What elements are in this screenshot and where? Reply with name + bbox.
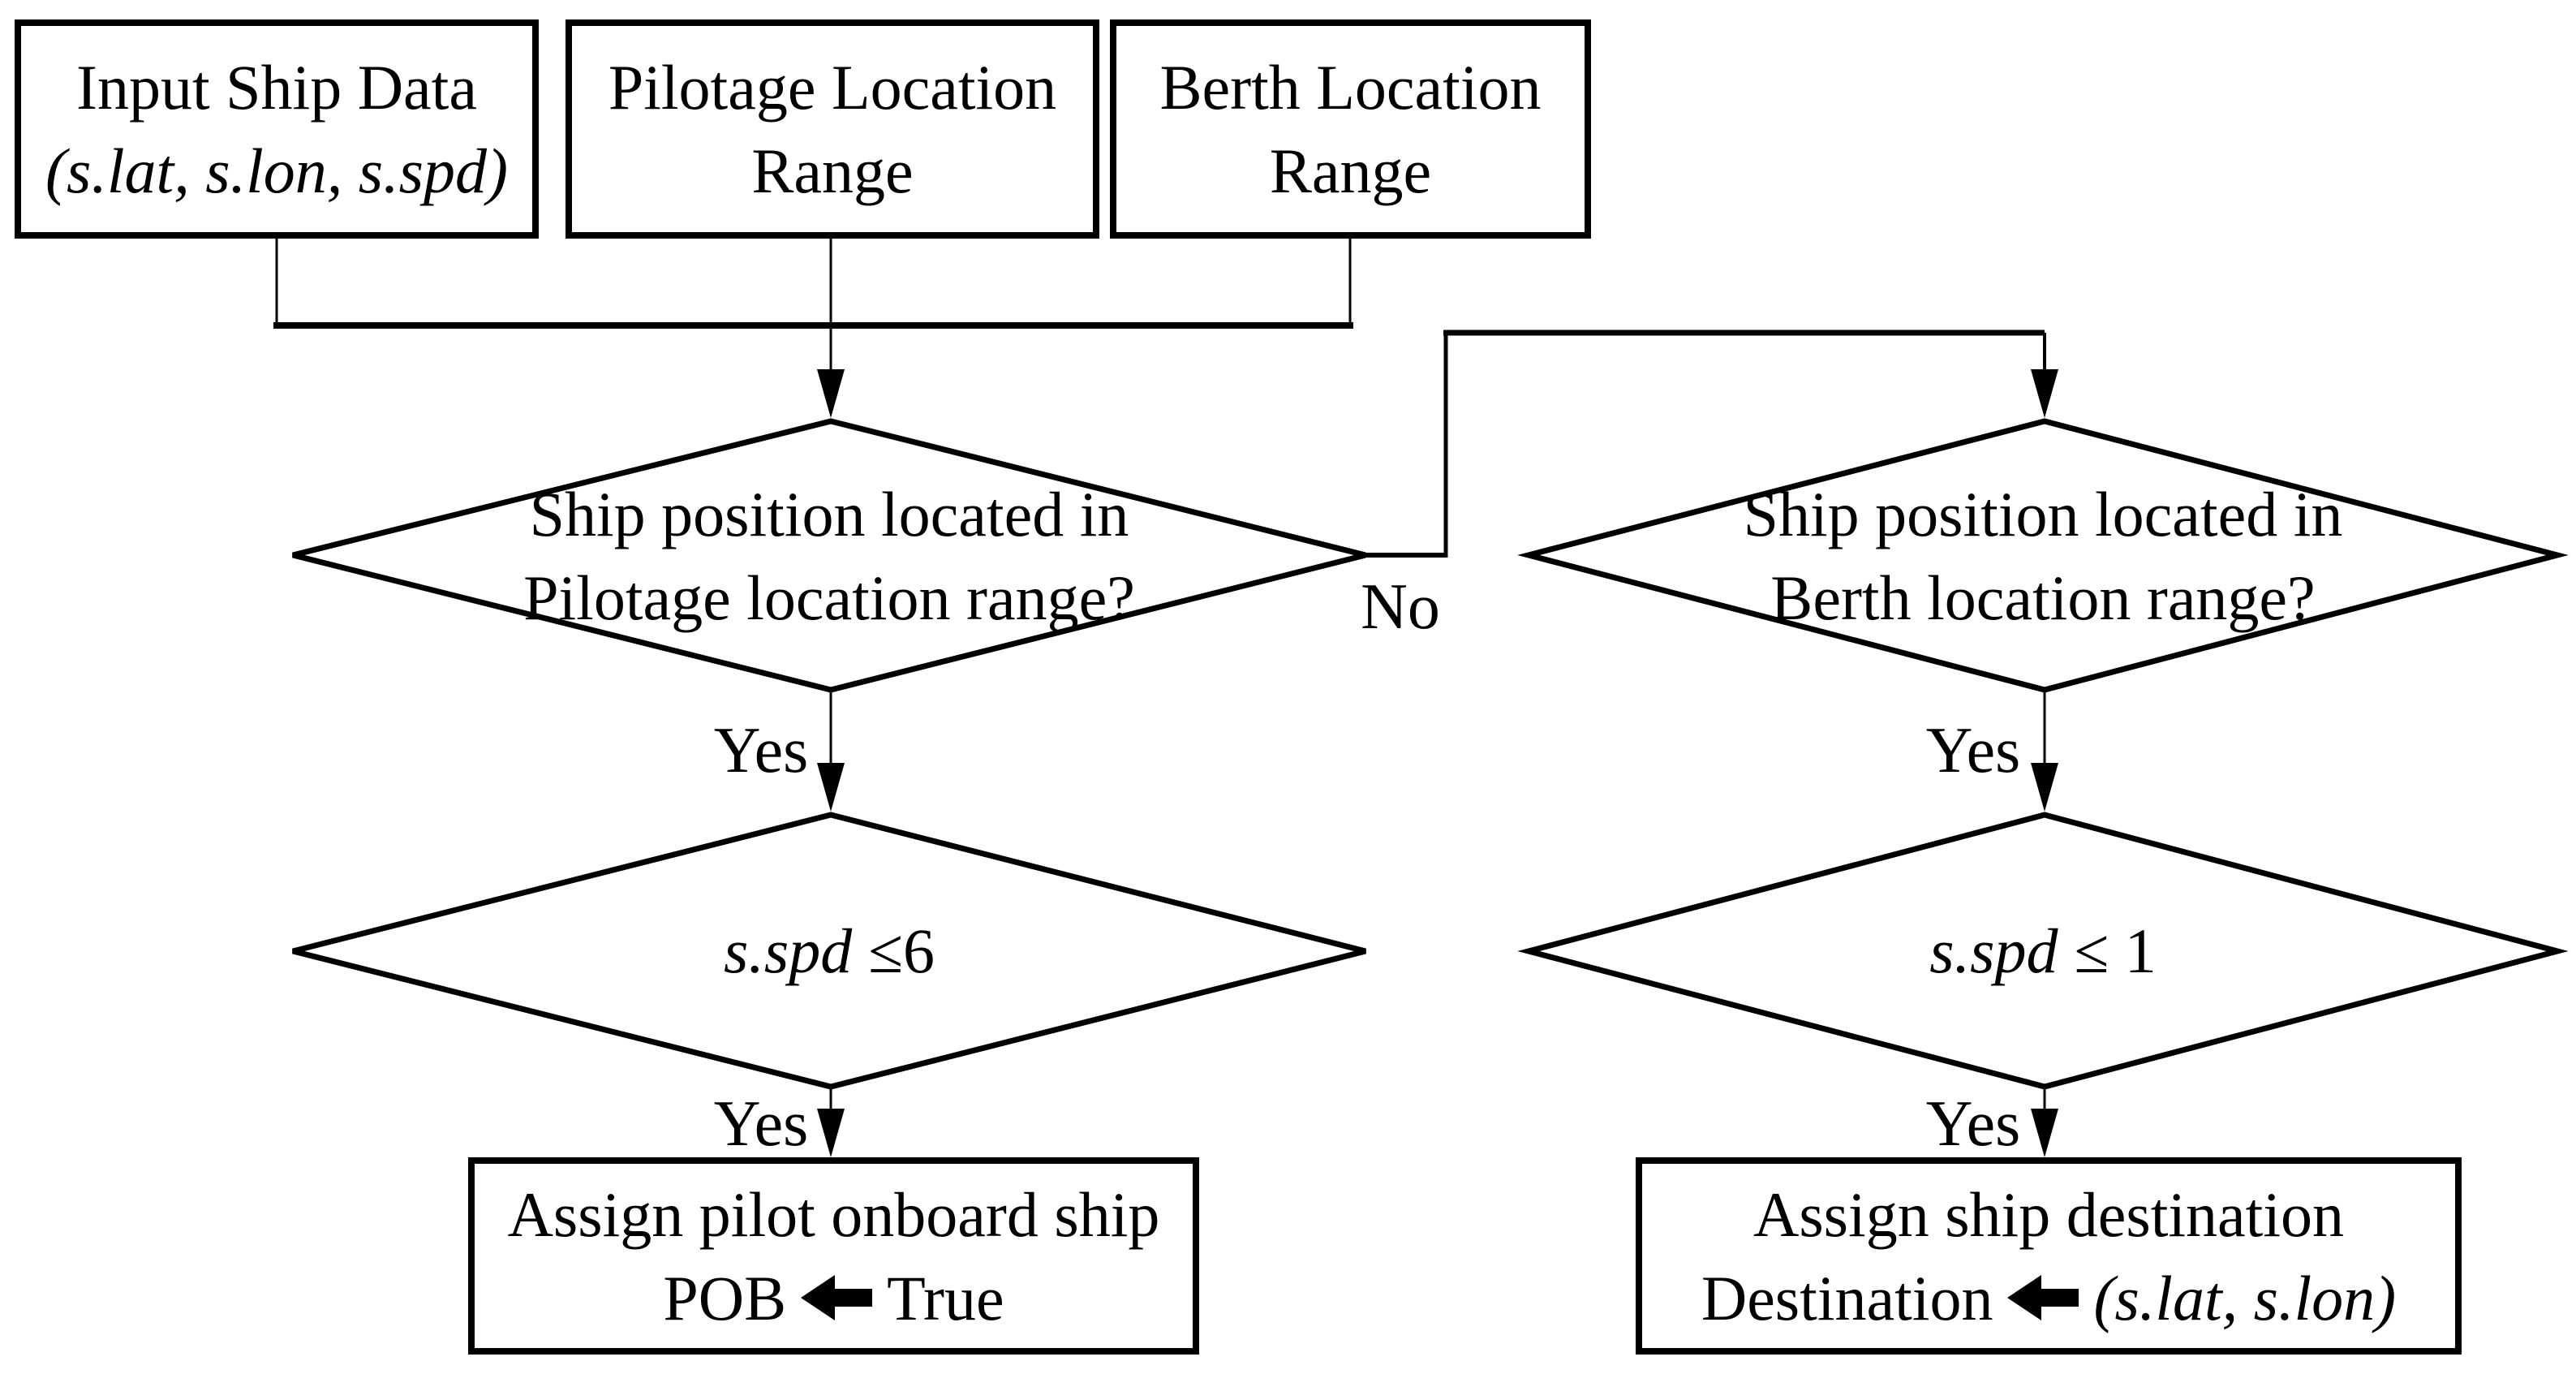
pilotage-decision-line2: Pilotage location range? xyxy=(523,562,1135,633)
pilot-speed-check-label: s.spd≤6 xyxy=(293,815,1365,1087)
berth-decision-label: Ship position located in Berth location … xyxy=(1529,421,2557,690)
pilotage-range-box xyxy=(566,19,1099,239)
assign-destination-box xyxy=(1636,1157,2462,1355)
pilotage-decision-line1: Ship position located in xyxy=(529,478,1129,549)
assign-destination-line1: Assign ship destination xyxy=(1752,1178,2344,1250)
edge-label-pilotage-yes: Yes xyxy=(713,715,809,786)
edge-label-pilot-speed-yes: Yes xyxy=(713,1088,809,1160)
berth-range-line1: Berth Location xyxy=(1159,52,1542,123)
input-ship-data-label: Input Ship Data (s.lat, s.lon, s.spd) xyxy=(18,23,535,235)
pilot-speed-comparison: ≤6 xyxy=(868,915,935,986)
assign-pob-value: True xyxy=(887,1262,1004,1333)
berth-decision-line2: Berth location range? xyxy=(1770,562,2316,633)
assign-pob-statement: POB True xyxy=(663,1256,1004,1340)
arrowhead-into-berth-decision xyxy=(2031,369,2058,418)
pilotage-range-line1: Pilotage Location xyxy=(608,52,1057,123)
edge-label-berth-yes: Yes xyxy=(1925,715,2021,786)
arrowhead-into-assign-pob xyxy=(817,1109,845,1157)
berth-speed-comparison: ≤ 1 xyxy=(2074,915,2157,986)
edge-label-berth-speed-yes: Yes xyxy=(1925,1088,2021,1160)
pilotage-range-label: Pilotage Location Range xyxy=(569,23,1096,235)
assign-destination-target: Destination xyxy=(1701,1262,1993,1333)
assign-pob-target: POB xyxy=(663,1262,787,1333)
pilot-speed-variable: s.spd xyxy=(723,915,853,986)
left-arrow-icon xyxy=(2007,1275,2079,1320)
berth-range-line2: Range xyxy=(1269,136,1432,206)
berth-decision-line1: Ship position located in xyxy=(1743,478,2343,549)
arrowhead-into-assign-destination xyxy=(2031,1109,2058,1157)
berth-speed-variable: s.spd xyxy=(1929,915,2058,986)
input-ship-data-line2: (s.lat, s.lon, s.spd) xyxy=(45,136,508,206)
berth-speed-check-label: s.spd≤ 1 xyxy=(1529,815,2557,1087)
left-arrow-icon xyxy=(801,1275,873,1320)
berth-range-label: Berth Location Range xyxy=(1113,23,1588,235)
pilot-speed-check-expression: s.spd≤6 xyxy=(724,909,935,993)
input-ship-data-line1: Input Ship Data xyxy=(76,52,477,123)
berth-speed-check-expression: s.spd≤ 1 xyxy=(1929,909,2157,993)
arrowhead-into-speed1 xyxy=(2031,763,2058,812)
arrowhead-into-pilotage-decision xyxy=(817,369,845,418)
pilotage-decision-label: Ship position located in Pilotage locati… xyxy=(293,421,1365,690)
assign-pob-line1: Assign pilot onboard ship xyxy=(507,1178,1160,1250)
arrowhead-into-speed6 xyxy=(817,763,845,812)
assign-pob-box xyxy=(468,1157,1199,1355)
assign-destination-label: Assign ship destination Destination (s.l… xyxy=(1639,1161,2458,1351)
assign-pob-label: Assign pilot onboard ship POB True xyxy=(471,1161,1196,1351)
assign-destination-value: (s.lat, s.lon) xyxy=(2093,1262,2397,1333)
assign-destination-statement: Destination (s.lat, s.lon) xyxy=(1701,1256,2396,1340)
edge-label-pilotage-no: No xyxy=(1361,571,1440,643)
pilotage-range-line2: Range xyxy=(751,136,914,206)
